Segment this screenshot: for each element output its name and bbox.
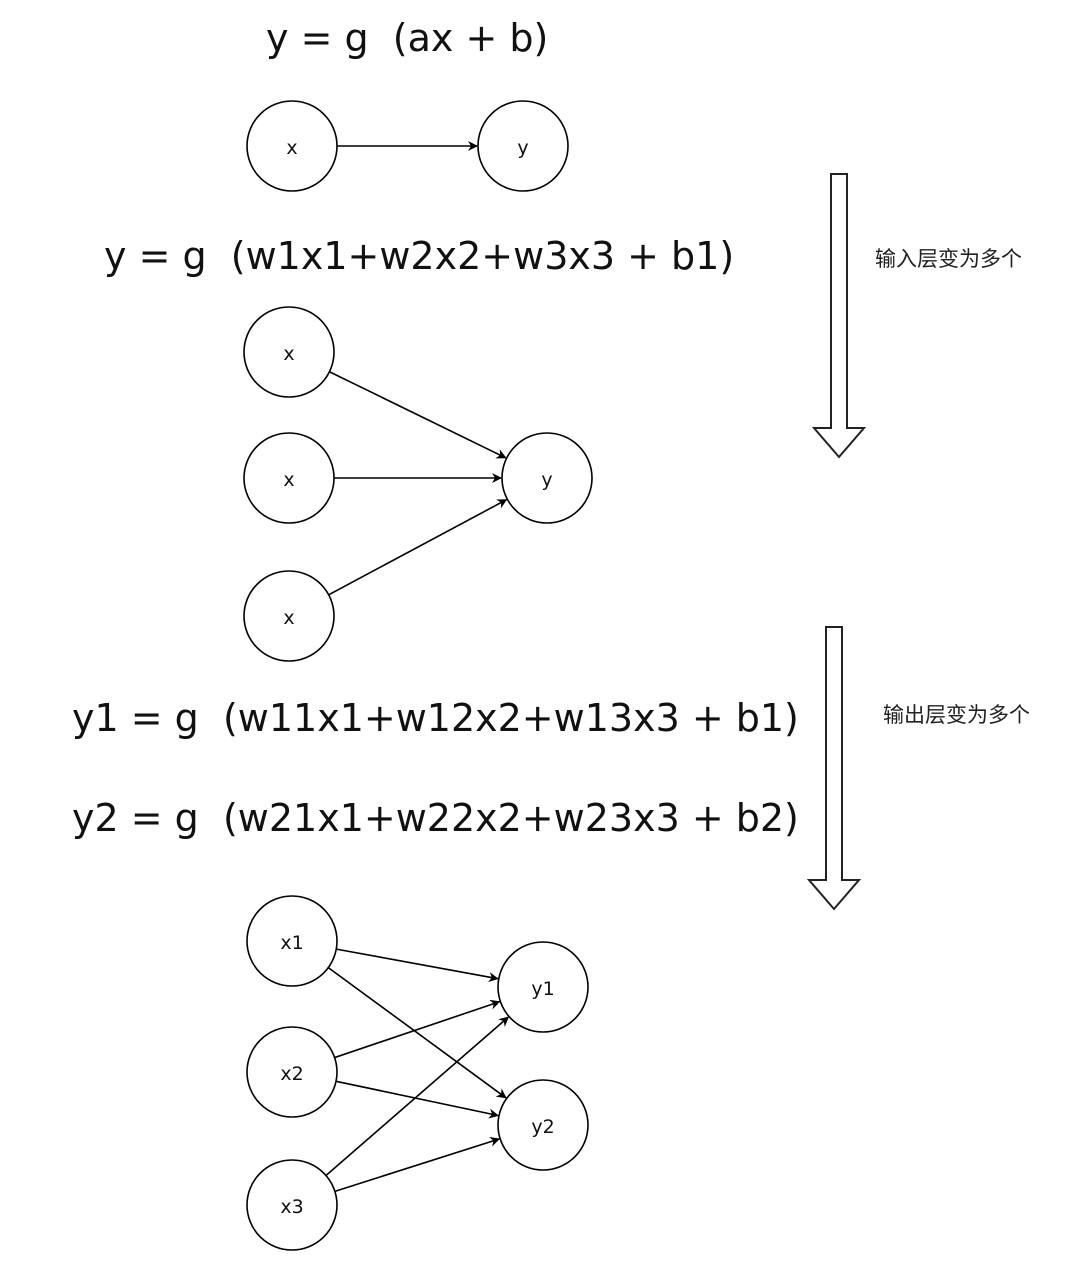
node-circle (243, 432, 335, 524)
single-node-y: y (477, 100, 569, 192)
multi_input-node-y: y (501, 432, 593, 524)
node-label: x1 (280, 932, 303, 954)
node-label: x3 (280, 1196, 303, 1218)
node-label: x2 (280, 1063, 303, 1085)
down-arrow-icon (811, 173, 867, 459)
node-label: y (541, 469, 552, 491)
node-circle (497, 1079, 589, 1171)
node-label: x (286, 137, 297, 159)
node-label: x (283, 607, 294, 629)
formula-multi-output-2: y2 = g (w21x1+w22x2+w23x3 + b2) (72, 796, 799, 840)
node-label: y1 (531, 978, 554, 1000)
node-circle (246, 1159, 338, 1251)
multi_input-node-xb: x (243, 432, 335, 524)
multi_output-node-y1: y1 (497, 941, 589, 1033)
node-label: x (283, 469, 294, 491)
multi_output-edge-x1-to-y2 (327, 966, 507, 1099)
node-label: x (283, 343, 294, 365)
multi_output-edge-x3-to-y2 (334, 1136, 501, 1193)
node-label: y (517, 137, 528, 159)
formula-single: y = g (ax + b) (266, 16, 549, 60)
down-arrow-icon (806, 626, 862, 911)
multi_input-edge-xa-to-y (329, 371, 507, 459)
formula-multi-output-1: y1 = g (w11x1+w12x2+w13x3 + b1) (72, 696, 799, 740)
note-input-layer-change: 输入层变为多个 (875, 247, 1022, 271)
node-label: y2 (531, 1116, 554, 1138)
multi_output-node-x3: x3 (246, 1159, 338, 1251)
multi_output-edge-x1-to-y1 (336, 948, 499, 983)
multi_output-node-y2: y2 (497, 1079, 589, 1171)
node-circle (246, 895, 338, 987)
node-circle (501, 432, 593, 524)
node-circle (497, 941, 589, 1033)
node-circle (246, 100, 338, 192)
formula-multi-input: y = g (w1x1+w2x2+w3x3 + b1) (104, 234, 735, 278)
multi_input-node-xa: x (243, 306, 335, 398)
single-node-x: x (246, 100, 338, 192)
multi_output-node-x1: x1 (246, 895, 338, 987)
multi_output-edge-x2-to-y1 (334, 999, 501, 1059)
node-circle (243, 306, 335, 398)
multi_input-edge-xc-to-y (328, 498, 508, 596)
multi_input-node-xc: x (243, 570, 335, 662)
node-circle (477, 100, 569, 192)
multi_output-edge-x3-to-y1 (325, 1016, 510, 1177)
node-circle (246, 1026, 338, 1118)
multi_output-edge-x2-to-y2 (335, 1080, 499, 1119)
multi_output-node-x2: x2 (246, 1026, 338, 1118)
note-output-layer-change: 输出层变为多个 (883, 703, 1030, 727)
node-circle (243, 570, 335, 662)
